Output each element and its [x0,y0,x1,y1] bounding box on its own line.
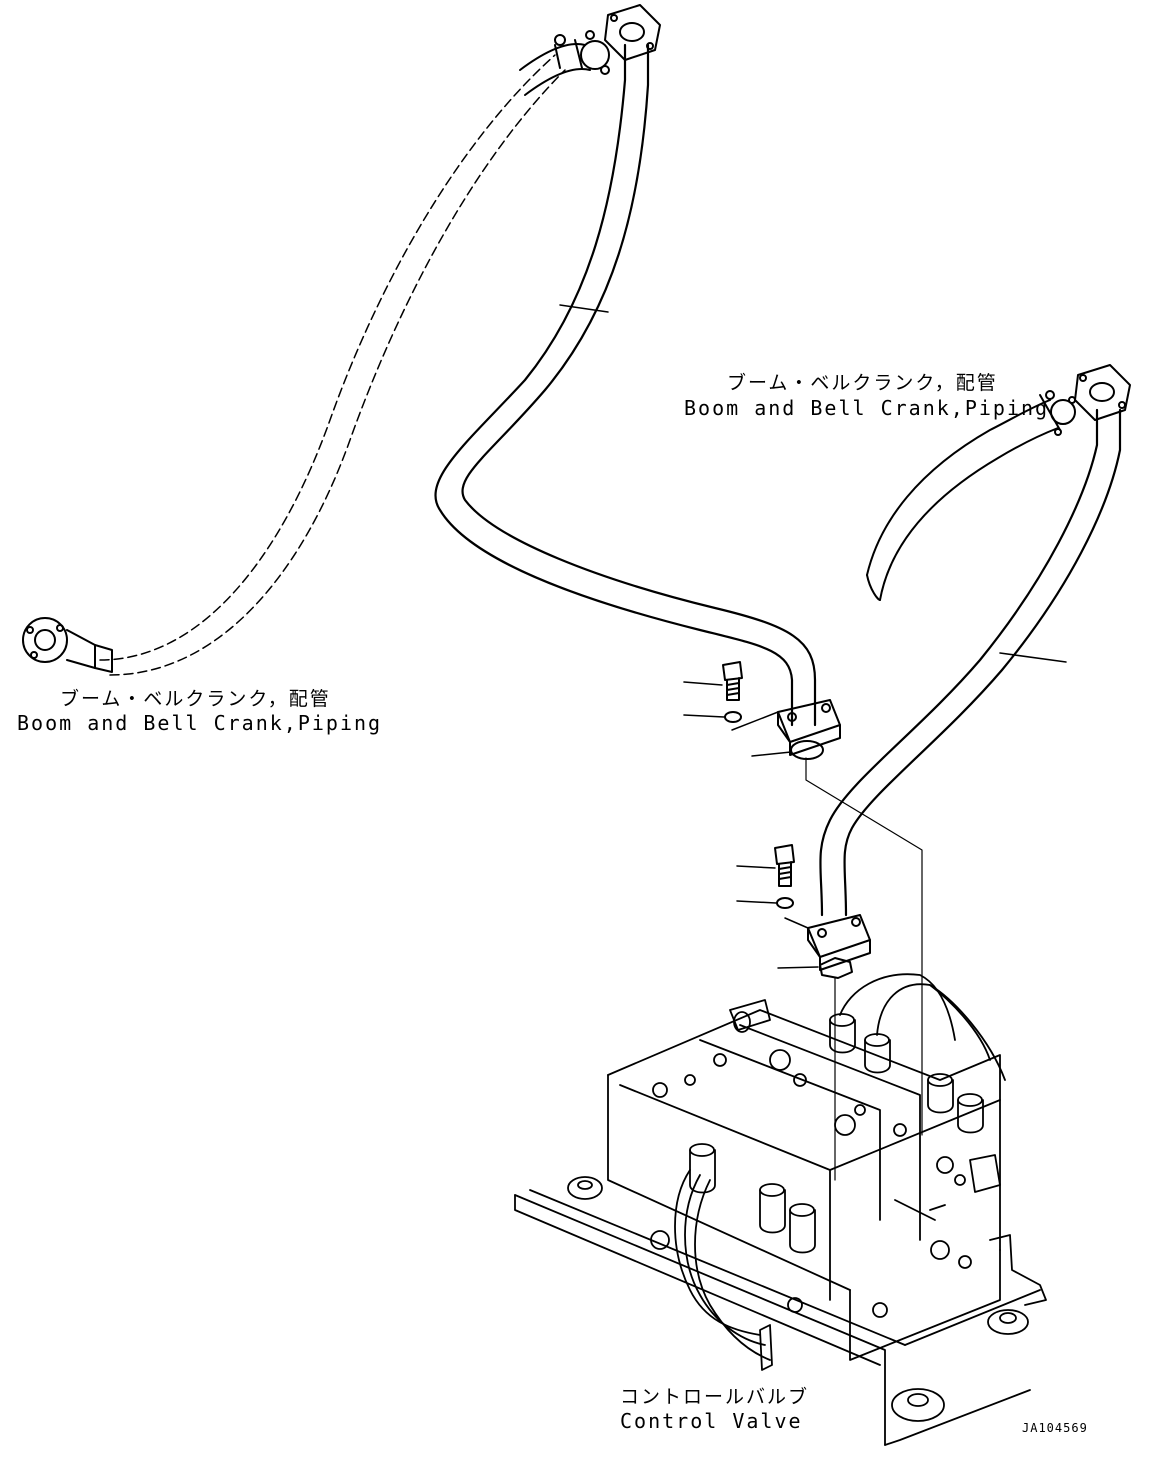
o-ring-1 [790,740,824,760]
boom-piping-label-right-en: Boom and Bell Crank,Piping [684,396,1050,420]
bolt-2 [774,844,795,887]
leaders-group-1 [683,681,792,757]
drawing-code: JA104569 [1022,1421,1088,1435]
pipe-2-bottom-flange [807,914,871,971]
right-hose [866,390,1076,601]
control-valve-label-jp: コントロールバルブ [620,1386,810,1408]
o-ring-2 [819,957,853,979]
pipe-1-leader [559,304,609,313]
pipe-1-top-flange [604,4,661,61]
pipe-2-leader [999,652,1067,663]
control-valve-label-en: Control Valve [620,1409,803,1433]
pipe-1-bottom-flange [777,699,841,756]
left-hose-fitting [22,617,113,673]
boom-piping-label-right-jp: ブーム・ベルクランク，配管 [727,372,998,394]
left-hose-top-end [519,30,610,96]
control-valve-assembly [514,973,1047,1446]
pipe-1 [434,43,817,727]
boom-piping-label-left-en: Boom and Bell Crank,Piping [17,711,383,735]
washer-2 [776,897,794,909]
bolt-1 [722,661,743,701]
leaders-group-2 [736,865,819,969]
pipe-2 [819,408,1122,917]
reference-lines [805,757,923,1181]
left-hose-phantom [99,54,566,676]
pipe-2-top-flange [1074,364,1131,421]
boom-piping-label-left-jp: ブーム・ベルクランク，配管 [60,688,331,710]
washer-1 [724,711,742,723]
